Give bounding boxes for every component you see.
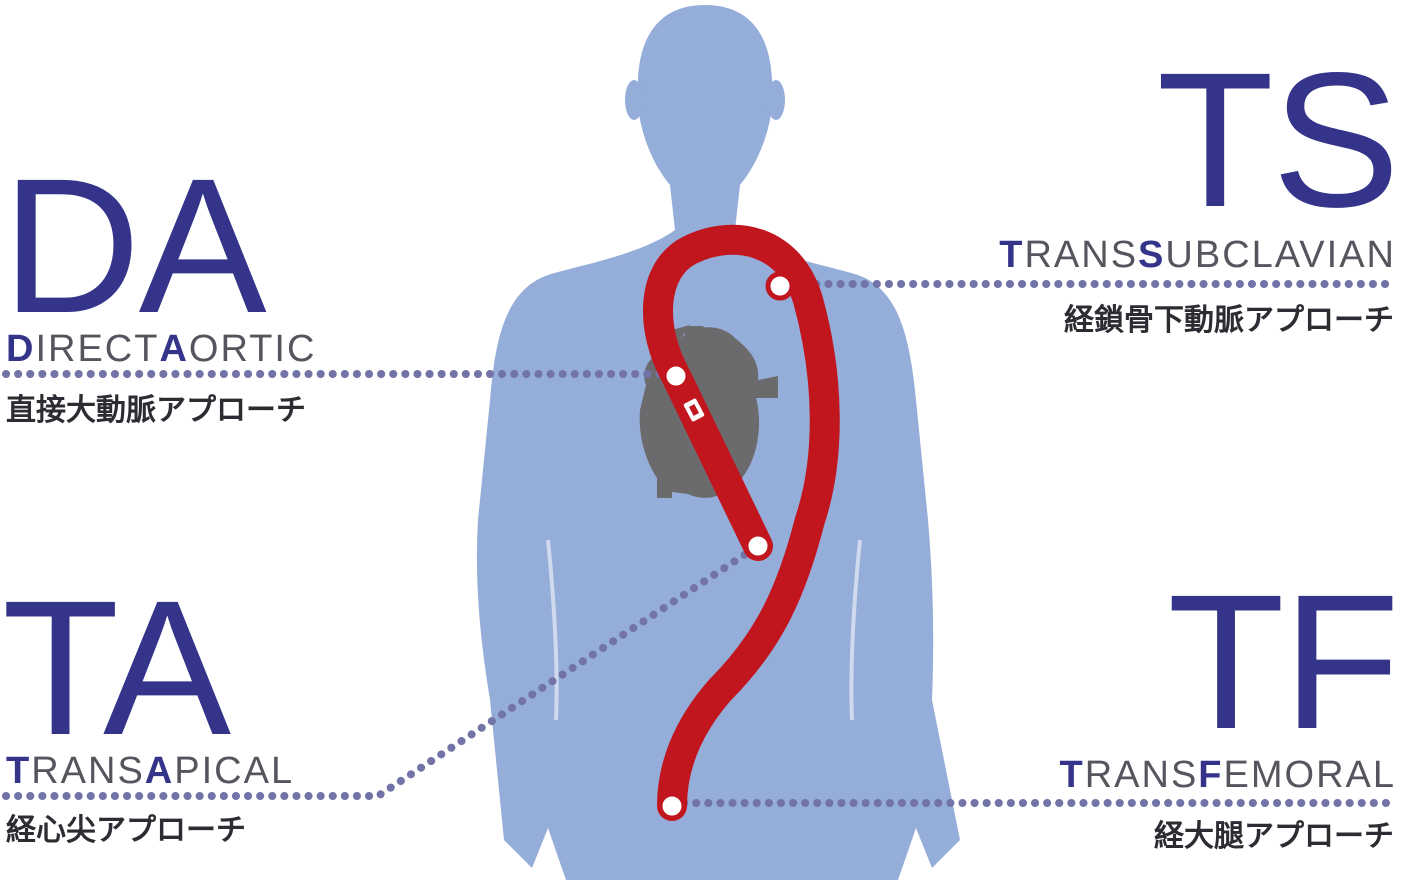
leader-lines — [2, 280, 1400, 807]
ta-rest-1: RANS — [31, 750, 145, 792]
ta-rest-2: PICAL — [174, 750, 295, 792]
da-abbreviation: DA — [2, 138, 267, 353]
ts-initial-2: S — [1138, 234, 1166, 276]
ts-rest-1: RANS — [1024, 234, 1139, 276]
tf-initial-2: F — [1198, 754, 1224, 796]
catheter-path-icon — [642, 224, 840, 821]
ta-japanese-label: 経心尖アプローチ — [6, 813, 246, 848]
tf-japanese-label: 経大腿アプローチ — [1154, 819, 1394, 854]
ear-left — [625, 80, 643, 120]
da-japanese-label: 直接大動脈アプローチ — [6, 393, 306, 428]
leader-ta — [2, 542, 762, 800]
ts-full-name: TRANSSUBCLAVIAN — [999, 236, 1396, 274]
access-point-ta — [743, 531, 773, 561]
ts-abbreviation: TS — [1156, 32, 1400, 247]
ta-abbreviation: TA — [2, 560, 231, 775]
access-point-da — [661, 361, 691, 391]
da-initial-2: A — [159, 328, 189, 370]
catheter-path — [642, 224, 840, 821]
access-points — [657, 271, 795, 821]
da-full-name: DIRECTAORTIC — [6, 330, 316, 368]
da-rest-2: ORTIC — [188, 328, 317, 370]
access-point-tf — [657, 791, 687, 821]
access-point-ts — [765, 271, 795, 301]
tf-initial-1: T — [1059, 754, 1085, 796]
aorta-stub — [685, 326, 707, 356]
da-initial-1: D — [6, 328, 36, 370]
ta-initial-2: A — [144, 750, 175, 792]
tf-rest-2: EMORAL — [1223, 754, 1396, 796]
ta-full-name: TRANSAPICAL — [6, 752, 294, 790]
tf-rest-1: RANS — [1084, 754, 1199, 796]
valve-icon — [683, 398, 705, 422]
tf-full-name: TRANSFEMORAL — [1060, 756, 1397, 794]
tf-abbreviation: TF — [1167, 554, 1400, 769]
da-rest-1: IRECT — [35, 328, 160, 370]
ts-rest-2: UBCLAVIAN — [1165, 234, 1396, 276]
arm-gap-right — [849, 539, 862, 721]
ta-initial-1: T — [6, 750, 32, 792]
arm-gap-left — [546, 539, 559, 721]
ts-initial-1: T — [999, 234, 1025, 276]
ts-japanese-label: 経鎖骨下動脈アプローチ — [1064, 303, 1394, 338]
ear-right — [767, 80, 785, 120]
